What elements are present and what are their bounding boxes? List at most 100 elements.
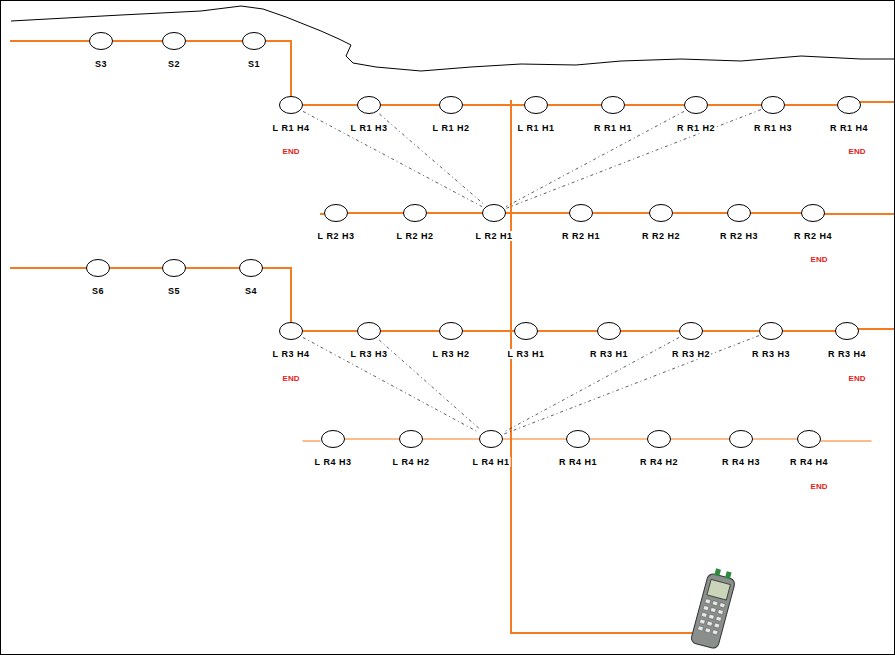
- cable-link: [427, 212, 482, 214]
- node-label: R R4 H2: [639, 457, 679, 467]
- sensor-node: L R4 H1: [479, 430, 503, 448]
- node-label: S6: [91, 286, 105, 296]
- node-outline: [162, 32, 186, 50]
- end-marker: END: [282, 374, 301, 383]
- node-outline: [357, 322, 381, 340]
- node-outline: [399, 430, 423, 448]
- node-label: L R1 H2: [432, 123, 471, 133]
- dashed-link: [503, 338, 679, 433]
- dashed-link: [379, 340, 481, 430]
- sensor-node: R R4 H4: [797, 430, 821, 448]
- cable-link: [463, 330, 514, 332]
- sensor-node: L R1 H3: [357, 96, 381, 114]
- sensor-node: R R2 H2: [649, 204, 673, 222]
- node-outline: [439, 96, 463, 114]
- node-outline: [569, 204, 593, 222]
- node-outline: [479, 430, 503, 448]
- node-label: L R3 H3: [350, 349, 389, 359]
- node-outline: [403, 204, 427, 222]
- cable-link: [548, 104, 601, 106]
- cable-link: [625, 104, 684, 106]
- node-label: R R3 H2: [671, 349, 711, 359]
- sensor-node: L R4 H3: [321, 430, 345, 448]
- sensor-node: R R4 H1: [566, 430, 590, 448]
- node-label: R R1 H3: [753, 123, 793, 133]
- node-label: L R4 H3: [314, 457, 353, 467]
- node-label: L R1 H1: [517, 123, 556, 133]
- cable-link: [621, 330, 679, 332]
- sensor-node: L R1 H4: [279, 96, 303, 114]
- sensor-node: R R4 H3: [729, 430, 753, 448]
- node-label: R R4 H3: [721, 457, 761, 467]
- node-outline: [514, 322, 538, 340]
- cable-link: [266, 41, 291, 96]
- cable-link: [186, 267, 239, 269]
- node-outline: [759, 322, 783, 340]
- sensor-node: S4: [239, 259, 263, 277]
- end-marker: END: [848, 374, 867, 383]
- row-wire-end: [821, 441, 871, 442]
- sensor-node: S3: [89, 32, 113, 50]
- dashed-link: [506, 111, 684, 206]
- sensor-node: R R1 H4: [837, 96, 861, 114]
- node-label: R R2 H2: [641, 231, 681, 241]
- sensor-node: R R2 H4: [801, 204, 825, 222]
- node-outline: [324, 204, 348, 222]
- node-outline: [837, 96, 861, 114]
- node-label: S1: [247, 59, 261, 69]
- node-label: R R1 H4: [829, 123, 869, 133]
- node-outline: [801, 204, 825, 222]
- cable-link: [186, 40, 242, 42]
- node-outline: [835, 322, 859, 340]
- sensor-node: L R3 H3: [357, 322, 381, 340]
- node-label: S3: [94, 59, 108, 69]
- row-wire-end: [825, 213, 894, 215]
- cable-link: [590, 439, 647, 440]
- node-label: R R3 H1: [589, 349, 629, 359]
- end-marker: END: [810, 482, 829, 491]
- node-outline: [761, 96, 785, 114]
- sensor-node: R R2 H1: [569, 204, 593, 222]
- node-label: L R1 H4: [272, 123, 311, 133]
- cable-link: [381, 330, 439, 332]
- cable-link: [348, 212, 403, 214]
- node-label: R R4 H1: [558, 457, 598, 467]
- node-label: L R2 H3: [317, 231, 356, 241]
- end-marker: END: [810, 255, 829, 264]
- end-marker: END: [848, 147, 867, 156]
- node-outline: [357, 96, 381, 114]
- sensor-node: L R3 H2: [439, 322, 463, 340]
- cable-link: [593, 212, 649, 214]
- node-label: R R1 H1: [593, 123, 633, 133]
- sensor-node: R R1 H2: [684, 96, 708, 114]
- sensor-node: L R2 H3: [324, 204, 348, 222]
- node-outline: [86, 259, 110, 277]
- row-wire-start: [303, 441, 320, 442]
- cable-link: [671, 439, 729, 440]
- sensor-node: R R4 H2: [647, 430, 671, 448]
- node-outline: [242, 32, 266, 50]
- cable-link: [463, 104, 524, 106]
- dashed-link: [503, 336, 759, 435]
- node-label: S4: [244, 286, 258, 296]
- node-label: L R3 H4: [272, 349, 311, 359]
- handheld-reader: [690, 567, 737, 650]
- cable-link: [785, 104, 837, 106]
- cable-link: [303, 330, 357, 332]
- node-label: R R4 H4: [789, 457, 829, 467]
- node-label: R R2 H1: [561, 231, 601, 241]
- node-label: R R2 H3: [719, 231, 759, 241]
- sensor-node: R R3 H2: [679, 322, 703, 340]
- node-label: R R3 H3: [751, 349, 791, 359]
- node-outline: [162, 259, 186, 277]
- node-label: L R4 H1: [472, 457, 511, 467]
- node-label: L R1 H3: [350, 123, 389, 133]
- dashed-link: [379, 114, 483, 204]
- row-wire-end: [860, 101, 894, 103]
- node-label: L R3 H1: [507, 349, 546, 359]
- sensor-node: S2: [162, 32, 186, 50]
- node-label: L R4 H2: [392, 457, 431, 467]
- node-outline: [597, 322, 621, 340]
- row-wire-start: [321, 213, 323, 215]
- node-label: S2: [167, 59, 181, 69]
